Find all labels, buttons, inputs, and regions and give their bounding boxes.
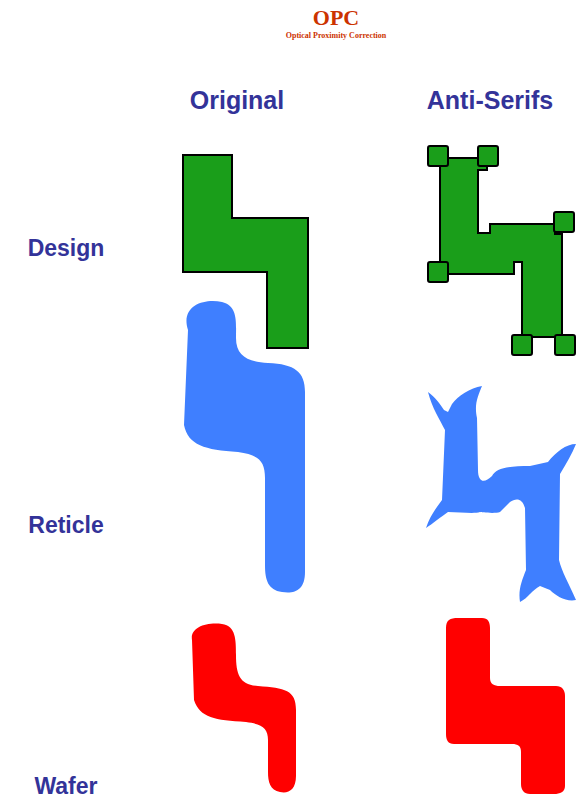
wafer-anti-serif-shape [446, 618, 565, 794]
row-heading: Wafer [34, 773, 97, 800]
wafer-original-shape [192, 624, 296, 793]
reticle-original-shape [184, 301, 305, 593]
column-heading: Original [190, 86, 284, 115]
column-heading: Anti-Serifs [427, 86, 553, 115]
title: OPC [313, 5, 359, 31]
design-anti-serif-shape [428, 146, 575, 355]
reticle-anti-serif-shape [426, 386, 576, 602]
subtitle: Optical Proximity Correction [286, 31, 387, 40]
row-heading: Reticle [28, 512, 103, 539]
row-heading: Design [28, 235, 105, 262]
